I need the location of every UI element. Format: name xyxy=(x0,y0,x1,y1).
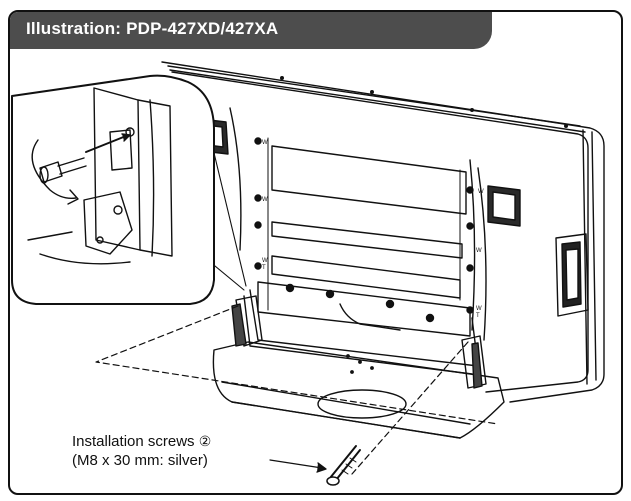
installation-screws-spec: (M8 x 30 mm: silver) xyxy=(72,452,208,469)
part-number: ② xyxy=(198,433,212,449)
guide-lines xyxy=(95,305,499,475)
mark-w-6: W xyxy=(476,306,482,312)
illustration-title: Illustration: PDP-427XD/427XA xyxy=(26,19,279,38)
installation-screws-line1: Installation screws ② xyxy=(72,432,211,451)
stand xyxy=(212,289,505,439)
installation-screws-text: Installation screws xyxy=(72,433,195,450)
mark-w-5: W xyxy=(476,248,482,254)
installation-screw-icon xyxy=(326,445,361,486)
callout-leader xyxy=(269,459,323,469)
insert-arrow-icon xyxy=(85,135,127,153)
title-bar: Illustration: PDP-427XD/427XA xyxy=(10,12,492,49)
mark-t-2: T xyxy=(476,313,480,319)
rotate-arrow-icon xyxy=(31,139,77,200)
right-handle xyxy=(487,185,521,227)
installation-screws-label: Installation screws ② (M8 x 30 mm: silve… xyxy=(72,432,211,470)
zoom-detail xyxy=(11,74,215,305)
mark-w-3: W xyxy=(262,258,268,264)
plasma-display xyxy=(161,61,605,403)
mark-w-2: W xyxy=(262,197,268,203)
mark-w-4: W xyxy=(478,189,484,195)
mark-t-1: T xyxy=(262,265,266,271)
mark-w-1: W xyxy=(262,140,268,146)
